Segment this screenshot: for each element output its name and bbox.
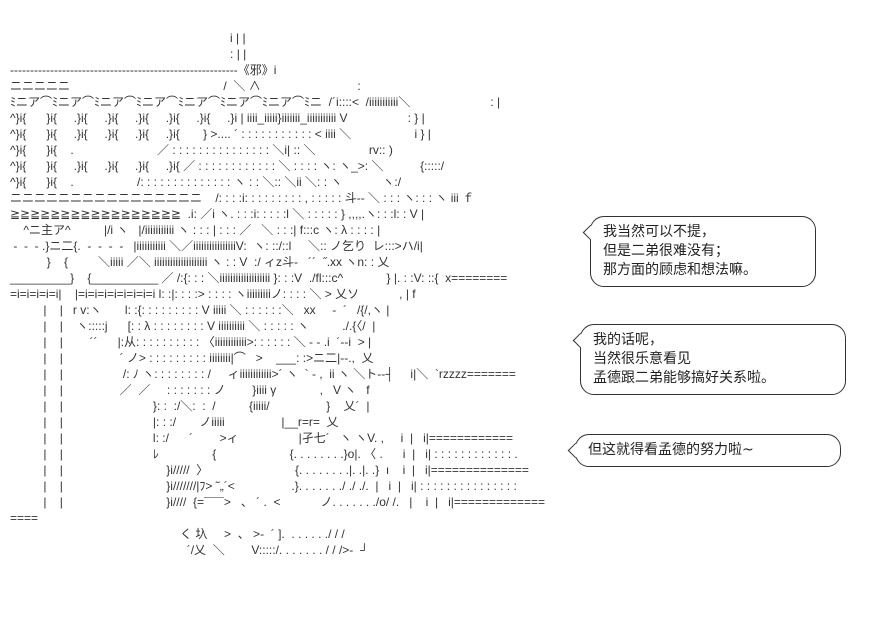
art-line: | | l: :/ ´ >ィ |孑七´ ヽ ヽV. , i | i|======… <box>10 431 513 445</box>
art-line: ≧≧≧≧≧≧≧≧≧≧≧≧≧≧≧≧≧ .i: ／i ヽ. : : :i: : : … <box>10 207 425 221</box>
art-line: ^ニ主ア^ |/i ヽ |/iiiiiiiiiii ヽ : : : | : : … <box>10 223 381 237</box>
bubble-line: 但是二弟很难没有； <box>603 243 729 259</box>
speech-bubble-3: 但这就得看孟德的努力啦~ <box>567 434 841 467</box>
art-line: ニニニニニニニニニニニニニニニニ /: : : :i: : : : : : : … <box>10 191 475 205</box>
art-line: | | ´´ |:从: : : : : : : : : : 〈iiiiiiiii… <box>10 335 372 349</box>
art-line: | | ´ ノ> : : : : : : : : : iiiiiiii|⌒ > … <box>10 351 374 365</box>
bubble-line: 但这就得看孟德的努力啦~ <box>588 442 754 458</box>
art-line: ----------------------------------------… <box>10 63 277 77</box>
ascii-art-scene: i | | : | | -----------------------------… <box>10 30 550 558</box>
art-line: ^}i{ }i{ .}i{ .}i{ .}i{ .}i{ ／ : : : : :… <box>10 159 445 173</box>
art-line: } { ＼iiiii ／＼ iiiiiiiiiiiiiiiiiiii ヽ : :… <box>10 255 390 269</box>
bubble-line: 我的话呢， <box>593 332 663 348</box>
bubble-line: 当然很乐意看见 <box>593 351 691 367</box>
art-line: | | }: : :/＼: : / {iiiii/ } 乂´ | <box>10 399 370 413</box>
art-line: i | | <box>10 31 246 45</box>
art-line: ^}i{ }i{ . /: : : : : : : : : : : : : : … <box>10 175 402 189</box>
art-line: _________} {__________ ／ /:{: : : ＼iiiii… <box>10 271 508 285</box>
art-line: | | ／ ／ : : : : : : : ノ }iiii γ , V ヽ f <box>10 383 370 397</box>
speech-bubble-2: 我的话呢， 当然很乐意看见 孟德跟二弟能够搞好关系啦。 <box>572 324 846 395</box>
art-line: | | }i//// {=¯¯¯> 、 ´ . < ノ. . . . . . .… <box>10 495 546 525</box>
bubble-tail <box>572 332 589 349</box>
art-line: | | }i///// 〉 {. . . . . . . .|. .|. .} … <box>10 463 529 477</box>
art-line: : | | <box>10 47 247 61</box>
art-line: く 圦 > 、 >‐ ´ ]. . . . . . ./ / / <box>10 527 345 541</box>
art-line: ´/乂 ＼ V:::::/. . . . . . . / / />‐ ┘ <box>10 543 369 557</box>
art-line: ^}i{ }i{ .}i{ .}i{ .}i{ .}i{ .}i{ .}i | … <box>10 111 425 125</box>
bubble-tail <box>567 442 584 459</box>
art-line: ニニニニニ / ＼ ∧ : <box>10 79 361 93</box>
bubble-line: 我当然可以不提， <box>603 224 715 240</box>
art-line: | | ヽ:::::j [: : λ : : : : : : : : V iii… <box>10 319 376 333</box>
art-line: | | ﾚ { {. . . . . . . .}o|. 〈 . i | i| … <box>10 447 518 461</box>
art-line: | | r v:ヽ l: :{: : : : : : : : : V iiiii… <box>10 303 390 317</box>
bubble-line: 孟德跟二弟能够搞好关系啦。 <box>593 370 775 386</box>
art-line: ^}i{ }i{ .}i{ .}i{ .}i{ .}i{ } >.... ´ :… <box>10 127 431 141</box>
art-line: =i=i=i=i=i| |=i=i=i=i=i=i=i=i l: :|: : :… <box>10 287 416 301</box>
art-line: - - - .}ニ二{. - - - - |iiiiiiiiiii ＼／iiii… <box>10 239 423 253</box>
bubble-tail <box>582 224 599 241</box>
speech-bubble-1: 我当然可以不提， 但是二弟很难没有； 那方面的顾虑和想法嘛。 <box>582 216 816 287</box>
bubble-line: 那方面的顾虑和想法嘛。 <box>603 262 757 278</box>
art-line: | | /: ﾉ ヽ: : : : : : : : / ィiiiiiiiiiii… <box>10 367 516 381</box>
art-line: | | |: : :/ ノiiiii |__r=r= 乂 <box>10 415 339 429</box>
art-line: | | }i///////|ﾌ> ˜„´< .}. . . . . . ./ .… <box>10 479 517 493</box>
art-line: ﾐニア⌒ﾐニア⌒ﾐニア⌒ﾐニア⌒ﾐニア⌒ﾐニア⌒ﾐニア⌒ﾐニ /´i::::< … <box>10 95 501 109</box>
art-line: ^}i{ }i{ . ／ : : : : : : : : : : : : : :… <box>10 143 393 157</box>
